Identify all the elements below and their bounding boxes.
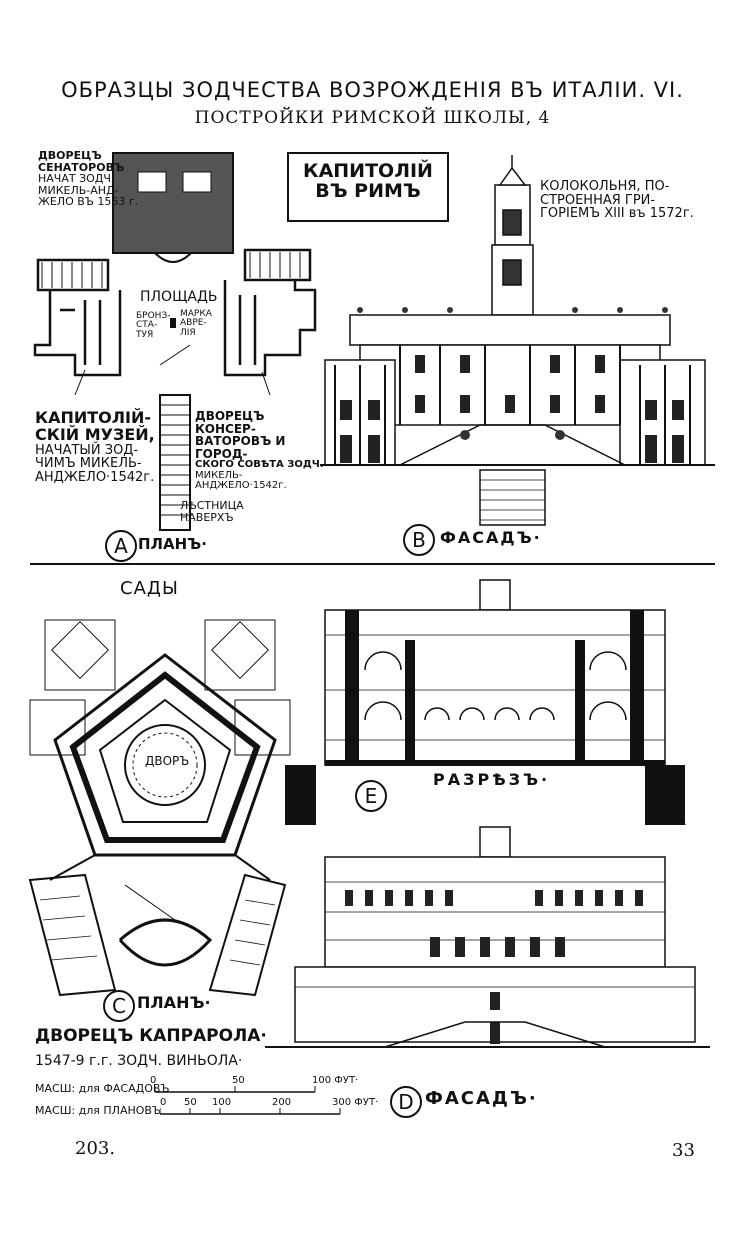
label-d-text: ФАСАДЪ·	[425, 1088, 538, 1109]
plan-scale-label: МАСШ: для ПЛАНОВЪ	[35, 1104, 162, 1117]
caprarola-title: ДВОРЕЦЪ КАПРАРОЛА·	[35, 1026, 267, 1046]
plan-scale-tick: 100	[212, 1097, 232, 1108]
label-e-text: РАЗРѢЗЪ·	[433, 770, 551, 789]
caprarola-facade-drawing	[265, 826, 710, 1048]
facade-scale-label: МАСШ: для ФАСАДОВЪ	[35, 1082, 170, 1095]
facade-scale-tick: 50	[232, 1075, 245, 1086]
bronze-line: СТА-	[136, 320, 158, 331]
museum-line: НАЧАТЫЙ ЗОД-	[35, 442, 139, 458]
capitoline-museum-label: КАПИТОЛІЙ- СКІЙ МУЗЕЙ, НАЧАТЫЙ ЗОД- ЧИМЪ…	[35, 408, 160, 485]
museum-line: ЧИМЪ МИКЕЛЬ-	[35, 456, 142, 472]
conservators-line: СКОГО СОВѢТА ЗОДЧ.	[195, 459, 324, 471]
footer-page-number: 33	[672, 1140, 695, 1161]
plan-scale-tick: 200	[272, 1097, 292, 1108]
bell-tower-line: СТРОЕННАЯ ГРИ-	[540, 192, 656, 208]
capitol-heading-line: КАПИТОЛІЙ	[303, 160, 433, 182]
museum-line: СКІЙ МУЗЕЙ,	[35, 424, 155, 444]
plan-scale-tick: 50	[184, 1097, 197, 1108]
senators-line: МИКЕЛЬ-АНД-	[38, 183, 119, 197]
bronze-line: БРОНЗ-	[136, 311, 171, 321]
bronze-statue-label: БРОНЗ- СТА- ТУЯ	[136, 311, 171, 340]
court-label: ДВОРЪ	[145, 754, 190, 768]
capitol-plan-drawing	[33, 152, 317, 531]
page-title: ОБРАЗЦЫ ЗОДЧЕСТВА ВОЗРОЖДЕНІЯ ВЪ ИТАЛІИ.…	[61, 78, 684, 102]
caprarola-plan-drawing	[28, 619, 291, 997]
caprarola-subtitle: 1547-9 г.г. ЗОДЧ. ВИНЬОЛА·	[35, 1053, 243, 1069]
senators-line: НАЧАТ ЗОДЧ.	[38, 172, 115, 186]
label-a-text: ПЛАНЪ·	[138, 535, 207, 553]
bell-tower-label: КОЛОКОЛЬНЯ, ПО- СТРОЕННАЯ ГРИ- ГОРІЕМЪ X…	[540, 180, 694, 221]
capitol-heading-line: ВЪ РИМЪ	[315, 179, 421, 202]
museum-line: АНДЖЕЛО·1542г.	[35, 469, 155, 485]
staircase-line: НАВЕРХЪ	[180, 510, 234, 524]
senators-line: СЕНАТОРОВЪ	[38, 160, 125, 174]
square-label: ПЛОЩАДЬ	[140, 289, 218, 305]
bell-tower-line: ГОРІЕМЪ XIII въ 1572г.	[540, 206, 694, 222]
aurelius-line: МАРКА	[180, 309, 212, 319]
marcus-aurelius-label: МАРКА АВРЕ- ЛІЯ	[180, 309, 212, 338]
label-d-circle: D	[390, 1086, 422, 1118]
aurelius-line: ЛІЯ	[180, 327, 196, 338]
museum-line: КАПИТОЛІЙ-	[35, 408, 152, 427]
plan-scale-tick: 0	[160, 1097, 167, 1108]
facade-scale-tick: 0	[150, 1075, 157, 1086]
senators-line: ЖЕЛО ВЪ 1563 г.	[38, 195, 139, 209]
conservators-palace-label: ДВОРЕЦЪ КОНСЕР- ВАТОРОВЪ И ГОРОД- СКОГО …	[195, 410, 325, 492]
aurelius-line: АВРЕ-	[180, 318, 207, 329]
bell-tower-line: КОЛОКОЛЬНЯ, ПО-	[540, 179, 670, 194]
caprarola-section-drawing	[285, 579, 686, 825]
capitol-facade-drawing	[320, 155, 715, 526]
plan-scale-tick: 300 ФУТ·	[332, 1097, 379, 1108]
label-c-text: ПЛАНЪ·	[137, 993, 211, 1012]
label-a-circle: A	[105, 530, 137, 562]
senators-line: ДВОРЕЦЪ	[38, 149, 102, 162]
label-b-text: ФАСАДЪ·	[440, 528, 542, 547]
bronze-line: ТУЯ	[136, 329, 154, 340]
conservators-line: МИКЕЛЬ-АНДЖЕЛО·1542г.	[195, 469, 287, 492]
footer-plate-number: 203.	[75, 1138, 116, 1159]
staircase-line: ЛѢСТНИЦА	[180, 499, 244, 512]
page-subtitle: ПОСТРОЙКИ РИМСКОЙ ШКОЛЫ, 4	[194, 108, 551, 128]
senators-palace-label: ДВОРЕЦЪ СЕНАТОРОВЪ НАЧАТ ЗОДЧ. МИКЕЛЬ-АН…	[38, 150, 138, 208]
conservators-line: ВАТОРОВЪ И ГОРОД-	[195, 434, 286, 461]
gardens-label: САДЫ	[120, 578, 179, 599]
section-divider	[30, 563, 715, 565]
capitol-heading: КАПИТОЛІЙ ВЪ РИМЪ	[287, 152, 449, 222]
facade-scale-tick: 100 ФУТ·	[312, 1075, 359, 1086]
plan-scale-bar	[160, 1108, 341, 1115]
label-c-circle: C	[103, 990, 135, 1022]
label-b-circle: B	[403, 524, 435, 556]
label-e-circle: E	[355, 780, 387, 812]
staircase-label: ЛѢСТНИЦА НАВЕРХЪ	[180, 500, 244, 523]
facade-scale-bar	[155, 1086, 316, 1093]
conservators-line: ДВОРЕЦЪ КОНСЕР-	[195, 409, 265, 436]
